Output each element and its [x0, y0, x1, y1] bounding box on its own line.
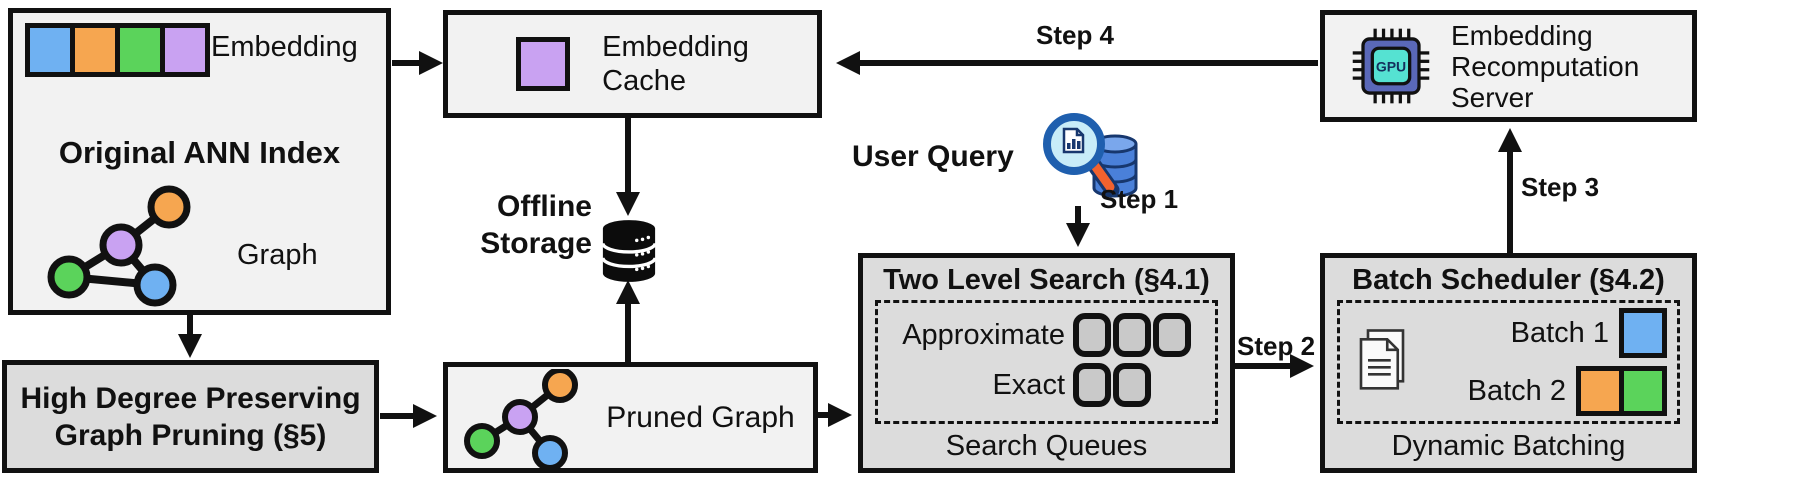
graph-pruning-box: High Degree Preserving Graph Pruning (§5… — [2, 360, 379, 473]
gpu-chip-icon: GPU — [1352, 28, 1430, 104]
gpu-chip-label: GPU — [1376, 59, 1406, 75]
embedding-label: Embedding — [211, 31, 358, 63]
embedding-cell-blue — [30, 28, 70, 72]
graph-pruning-title-line2: Graph Pruning (§5) — [54, 418, 327, 452]
pruned-graph-icon — [464, 369, 578, 469]
batch1-label: Batch 1 — [1510, 316, 1609, 349]
query-cell-blue — [1624, 313, 1662, 353]
exact-label: Exact — [992, 368, 1065, 401]
queue-slot — [1113, 363, 1151, 407]
user-query-label: User Query — [852, 140, 1014, 173]
approximate-label: Approximate — [902, 318, 1065, 351]
offline-storage-line1: Offline — [497, 190, 592, 223]
batch2-queries-icon — [1576, 366, 1667, 416]
offline-storage-line2: Storage — [480, 227, 592, 260]
batch1-queries-icon — [1619, 308, 1667, 358]
batch-scheduler-box: Batch Scheduler (§4.2) Batch 1 — [1320, 253, 1697, 473]
embedding-cell-purple — [165, 28, 205, 72]
graph-label: Graph — [237, 239, 318, 271]
queue-slot — [1073, 313, 1111, 357]
step3-label: Step 3 — [1521, 172, 1600, 202]
two-level-search-title: Two Level Search (§4.1) — [883, 264, 1210, 296]
exact-queues-icon — [1073, 363, 1151, 407]
search-queues-label: Search Queues — [945, 430, 1148, 462]
search-queues-region: Approximate Exact — [875, 300, 1218, 424]
step4-label: Step 4 — [1035, 20, 1115, 50]
step1-label: Step 1 — [1100, 184, 1179, 214]
cached-embedding-icon — [516, 37, 571, 91]
two-level-search-box: Two Level Search (§4.1) Approximate Exac… — [858, 253, 1235, 473]
server-label-line3: Server — [1451, 81, 1534, 113]
queue-slot — [1113, 313, 1151, 357]
embedding-cell-green — [120, 28, 160, 72]
server-label-line2: Recomputation — [1451, 50, 1640, 82]
embedding-cache-label-line2: Cache — [602, 65, 686, 97]
offline-storage-label: Offline Storage — [430, 188, 592, 262]
queue-slot — [1073, 363, 1111, 407]
batch-scheduler-title: Batch Scheduler (§4.2) — [1352, 264, 1665, 296]
ann-index-title: Original ANN Index — [58, 135, 341, 170]
graph-icon — [47, 185, 191, 307]
embedding-cell-orange — [75, 28, 115, 72]
embedding-cache-box: Embedding Cache — [443, 10, 822, 118]
database-icon — [601, 220, 657, 282]
batch2-label: Batch 2 — [1467, 374, 1566, 407]
approximate-queues-icon — [1073, 313, 1191, 357]
original-ann-index-box: Embedding Original ANN Index Graph — [8, 8, 391, 315]
server-label-line1: Embedding — [1451, 19, 1593, 51]
recomputation-server-box: GPU Embedding Recomputation Server — [1320, 10, 1697, 122]
dynamic-batching-region: Batch 1 Batch 2 — [1337, 300, 1680, 424]
embedding-vector-icon — [25, 23, 210, 77]
graph-pruning-title-line1: High Degree Preserving — [20, 381, 361, 415]
query-cell-green — [1624, 371, 1662, 411]
query-search-icon — [1043, 113, 1138, 198]
embedding-cache-label-line1: Embedding — [602, 31, 749, 63]
pruned-graph-box: Pruned Graph — [443, 362, 818, 473]
query-cell-orange — [1581, 371, 1619, 411]
step2-label: Step 2 — [1237, 331, 1316, 361]
documents-icon — [1359, 329, 1405, 390]
pruned-graph-label: Pruned Graph — [606, 401, 795, 434]
queue-slot — [1153, 313, 1191, 357]
dynamic-batching-label: Dynamic Batching — [1391, 430, 1626, 462]
